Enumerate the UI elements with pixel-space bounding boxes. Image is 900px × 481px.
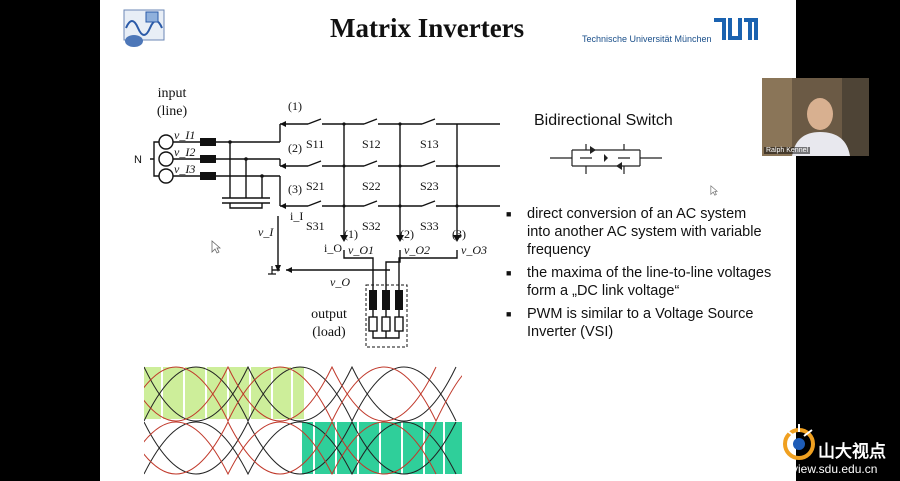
neutral-label: N — [134, 154, 142, 166]
input-voltage-label: v_I — [258, 225, 274, 239]
mouse-cursor-icon-2 — [710, 185, 718, 196]
bidirectional-switch-title: Bidirectional Switch — [534, 112, 673, 129]
bidirectional-switch-symbol — [550, 144, 662, 174]
watermark-url: view.sdu.edu.cn — [792, 462, 878, 476]
institute-logo — [123, 9, 165, 47]
output-phase-2: (2) — [400, 227, 414, 241]
input-current-label: i_I — [290, 209, 303, 223]
switch-s23: S23 — [420, 179, 439, 193]
switch-s11: S11 — [306, 137, 324, 151]
waveform-diagram — [144, 365, 462, 476]
switch-s13: S13 — [420, 137, 439, 151]
output-voltage-1: v_O1 — [348, 243, 374, 257]
source-voltage-1: v_I1 — [174, 128, 195, 142]
tum-logo — [714, 18, 758, 40]
bus-label-2: (2) — [288, 141, 302, 155]
input-sublabel: (line) — [156, 104, 188, 119]
output-voltage-2: v_O2 — [404, 243, 430, 257]
switch-s22: S22 — [362, 179, 381, 193]
output-phase-3: (3) — [452, 227, 466, 241]
output-current-label: i_O — [324, 241, 342, 255]
bus-label-3: (3) — [288, 182, 302, 196]
university-name: Technische Universität München — [582, 34, 712, 44]
input-label: input — [157, 86, 187, 101]
participant-video-feed — [762, 78, 869, 156]
presentation-slide: Matrix Inverters Technische Universität … — [100, 0, 796, 481]
switch-s21: S21 — [306, 179, 325, 193]
switch-s12: S12 — [362, 137, 381, 151]
slide-title: Matrix Inverters — [330, 13, 525, 43]
matrix-inverter-circuit: v_I1 v_I2 v_I3 N (1) (2) (3) S11 S12 S13… — [134, 99, 500, 348]
mouse-cursor-icon — [211, 240, 221, 254]
switch-s33: S33 — [420, 219, 439, 233]
participant-name: Ralph Kennel — [764, 147, 811, 154]
bullet-item: ■PWM is similar to a Voltage Source Inve… — [506, 306, 754, 340]
output-voltage-3: v_O3 — [461, 243, 487, 257]
output-label: output — [311, 307, 347, 322]
bullet-item: ■direct conversion of an AC system into … — [506, 206, 762, 258]
source-voltage-2: v_I2 — [174, 145, 195, 159]
bus-label-1: (1) — [288, 99, 302, 113]
output-phase-1: (1) — [344, 227, 358, 241]
bullet-item: ■the maxima of the line-to-line voltages… — [506, 265, 772, 299]
bullet-list: ■direct conversion of an AC system into … — [503, 205, 773, 346]
switch-s31: S31 — [306, 219, 325, 233]
watermark-logo — [783, 424, 815, 460]
output-voltage-label: v_O — [330, 275, 350, 289]
watermark-text: 山大视点 — [818, 442, 886, 461]
source-voltage-3: v_I3 — [174, 162, 195, 176]
output-sublabel: (load) — [312, 325, 346, 340]
participant-video-tile[interactable]: Ralph Kennel — [762, 78, 869, 156]
switch-s32: S32 — [362, 219, 381, 233]
